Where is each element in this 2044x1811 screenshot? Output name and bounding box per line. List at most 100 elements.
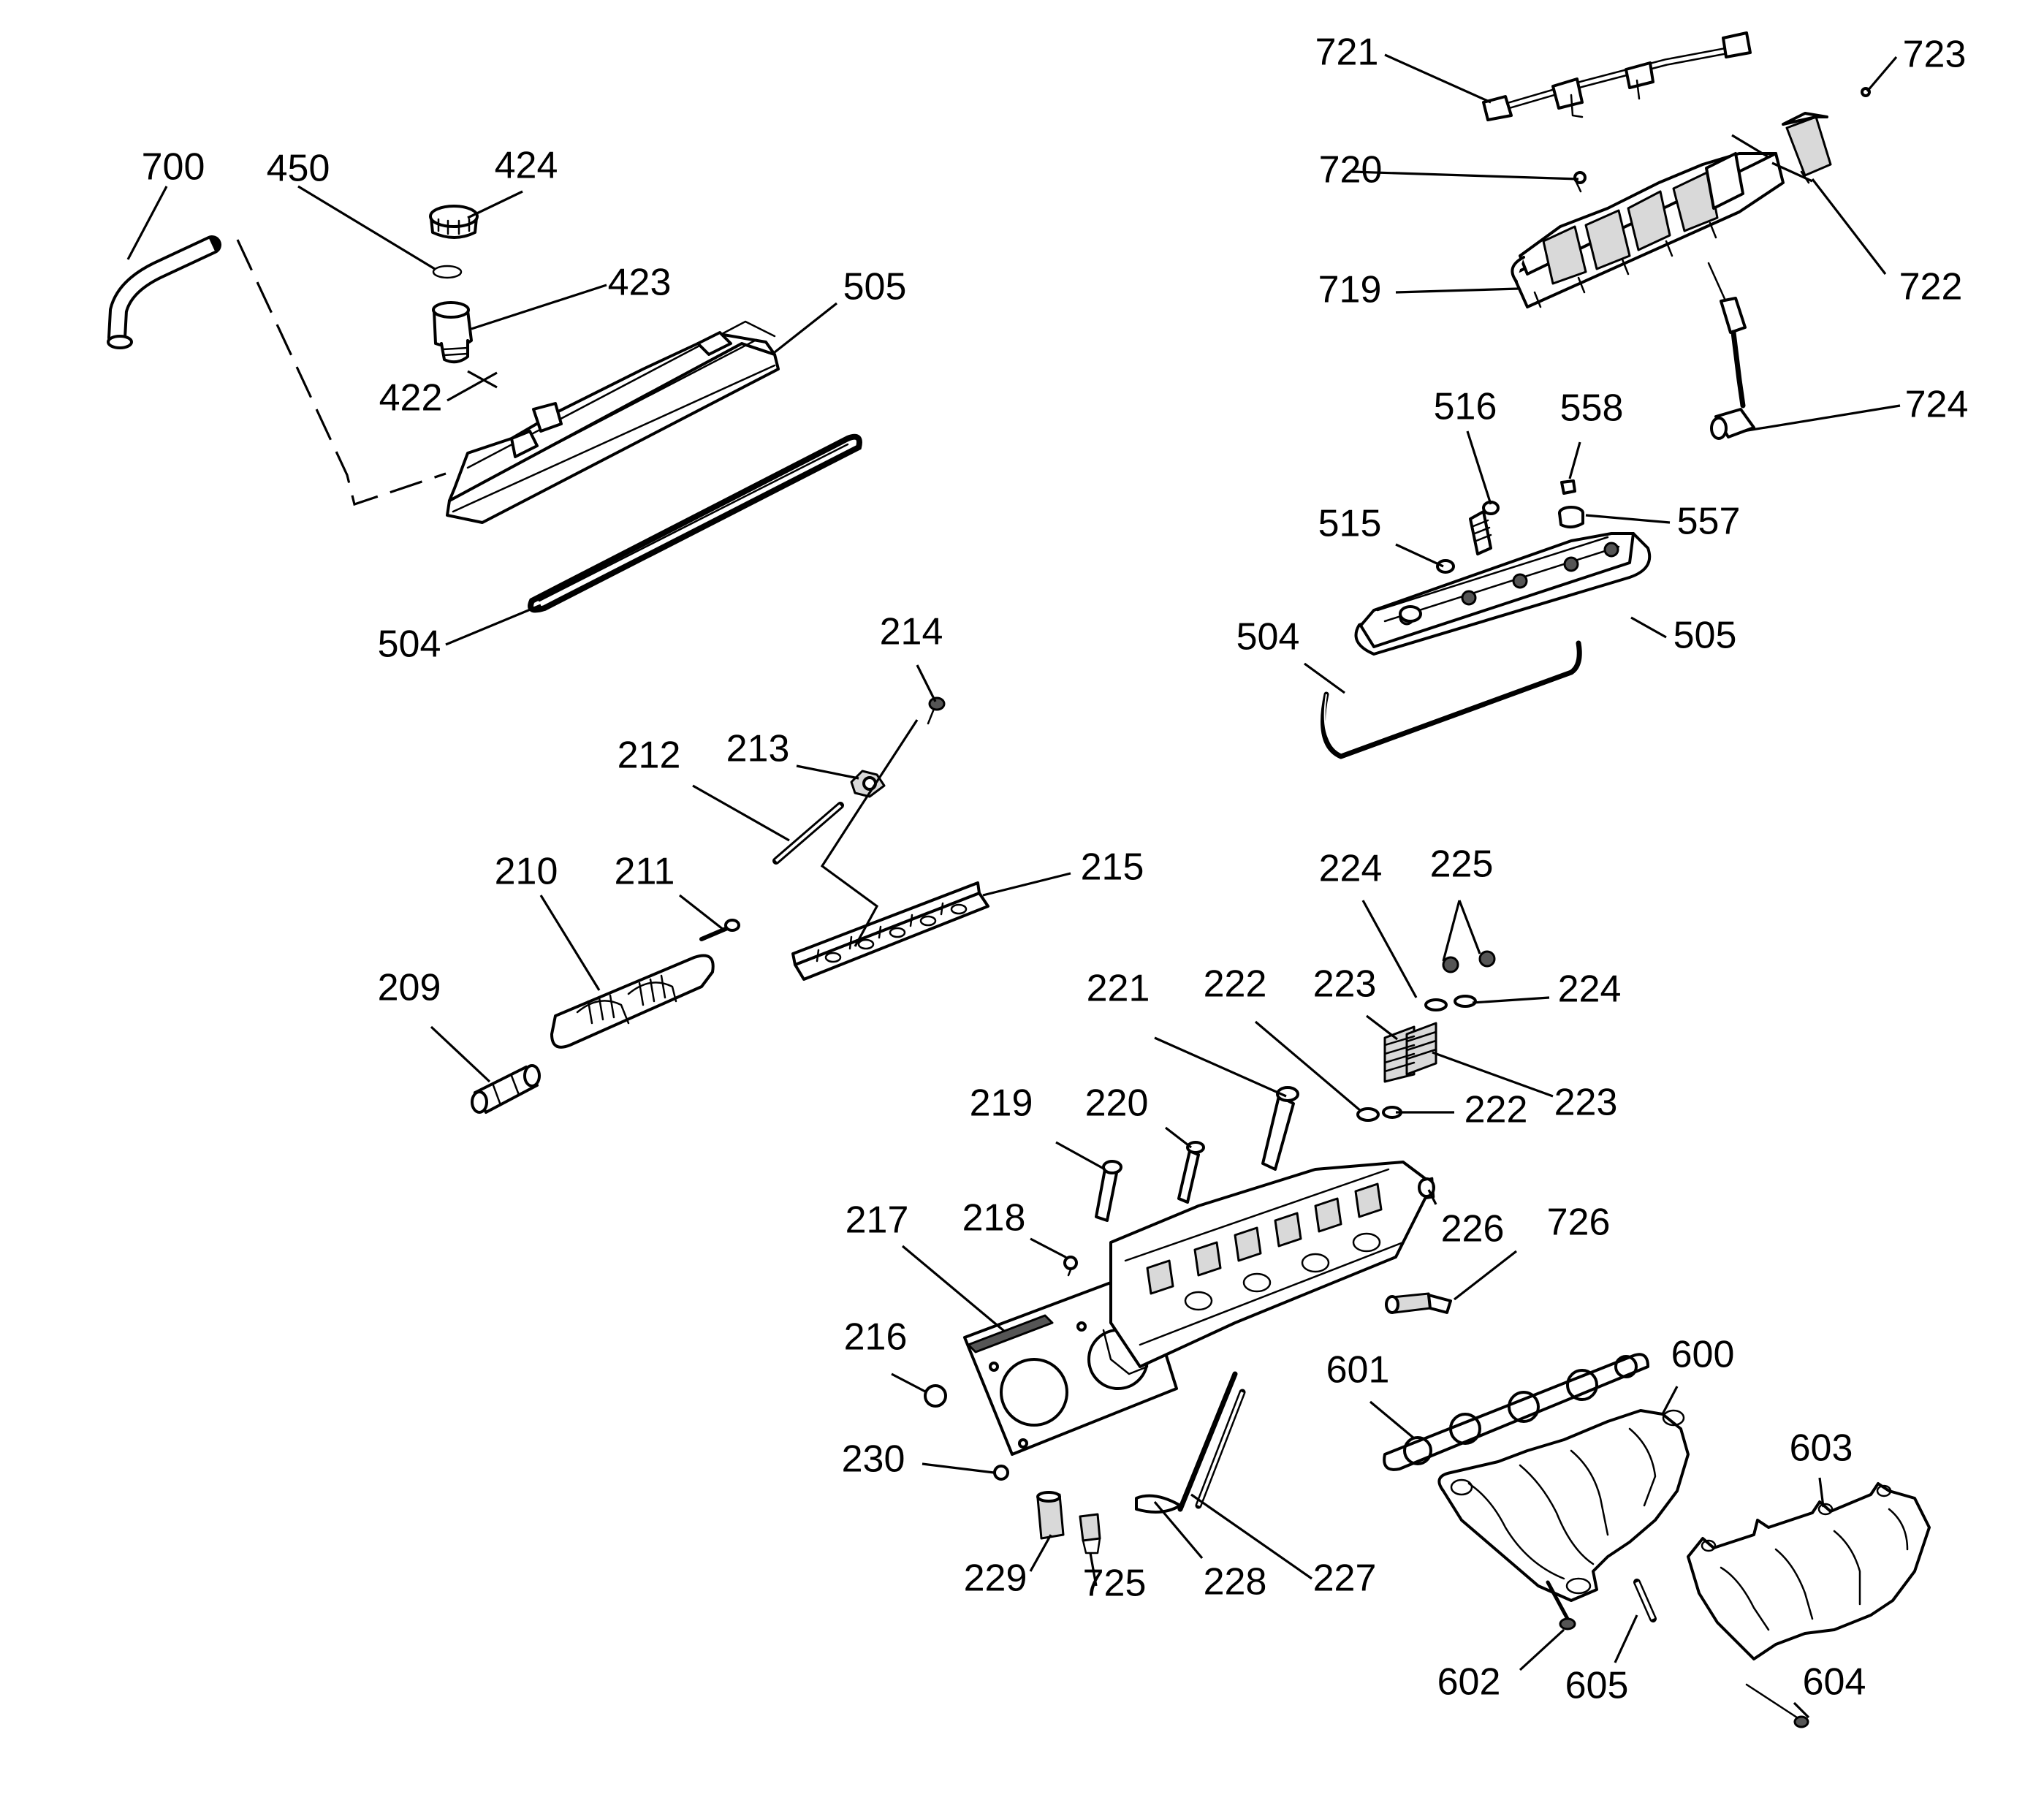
part-504-cover-gasket-right (1321, 640, 1582, 759)
label-604: 604 (1803, 1661, 1866, 1704)
part-220-bolt (1177, 1141, 1205, 1204)
part-210-lifter-guide (550, 954, 715, 1049)
part-209-valve-lifters (471, 1064, 541, 1114)
label-215: 215 (1081, 846, 1144, 889)
part-230-plug (993, 1465, 1009, 1481)
part-212-pushrod (772, 802, 844, 865)
label-224-top: 224 (1319, 848, 1383, 890)
part-224-valve-caps (1424, 995, 1477, 1011)
part-218-bolt (1063, 1256, 1078, 1277)
label-216: 216 (844, 1316, 908, 1359)
label-210: 210 (495, 851, 558, 893)
part-225-valve-keys (1442, 950, 1496, 973)
label-224-right: 224 (1558, 968, 1622, 1011)
label-222-right: 222 (1464, 1089, 1528, 1131)
label-226: 226 (1441, 1208, 1505, 1250)
label-219: 219 (970, 1082, 1033, 1125)
label-450: 450 (267, 148, 330, 190)
part-726-sensor (1385, 1292, 1452, 1314)
part-227-valve (1195, 1389, 1246, 1509)
part-211-bolt (699, 919, 740, 941)
part-450-seal (432, 265, 463, 279)
part-213-rocker-arm (850, 770, 886, 798)
label-223-right: 223 (1554, 1082, 1618, 1124)
label-505-left: 505 (843, 266, 907, 308)
label-725: 725 (1083, 1563, 1147, 1605)
label-222-top: 222 (1204, 963, 1267, 1006)
label-211: 211 (615, 851, 675, 893)
part-721-ignition-harness (1482, 31, 1752, 121)
label-516: 516 (1434, 386, 1497, 428)
part-505-valve-rocker-cover-right (1354, 532, 1652, 656)
label-424: 424 (495, 145, 558, 187)
label-558: 558 (1560, 387, 1624, 430)
part-214-bolt (927, 696, 946, 725)
part-602-bolt (1546, 1580, 1576, 1630)
label-220: 220 (1085, 1082, 1149, 1125)
label-218: 218 (962, 1197, 1026, 1239)
label-557: 557 (1677, 501, 1741, 543)
label-230: 230 (842, 1438, 905, 1481)
label-213: 213 (726, 728, 790, 770)
part-719-ignition-coils (1511, 152, 1785, 308)
part-215-rocker-support (791, 881, 989, 981)
label-504-left: 504 (378, 623, 441, 666)
part-725-sensor (1079, 1513, 1101, 1554)
part-424-oil-fill-cap (429, 205, 479, 239)
label-723: 723 (1903, 34, 1967, 76)
part-221-bolt (1261, 1086, 1299, 1171)
part-600-exhaust-manifold (1437, 1409, 1690, 1602)
part-604-bolt (1745, 1683, 1809, 1728)
part-505-valve-rocker-cover-left (446, 320, 780, 524)
label-212: 212 (618, 734, 681, 777)
leader-lines (126, 53, 1901, 1719)
part-223-valve-springs (1383, 1022, 1437, 1083)
label-217: 217 (846, 1199, 909, 1242)
label-221: 221 (1087, 968, 1150, 1010)
part-558-cap (1560, 479, 1576, 495)
part-228-valve (1135, 1371, 1238, 1514)
part-605-stud (1633, 1579, 1657, 1622)
label-721: 721 (1315, 31, 1379, 74)
part-720-bolt (1573, 171, 1587, 193)
part-216-plug (924, 1384, 947, 1408)
part-700-pcv-hose (107, 235, 221, 349)
label-600: 600 (1671, 1334, 1735, 1376)
label-229: 229 (964, 1557, 1027, 1600)
label-422: 422 (379, 377, 443, 419)
part-516-bolt (1469, 501, 1500, 555)
part-number-labels: 700 450 424 423 505 422 504 721 723 720 … (142, 31, 1969, 1707)
label-214: 214 (880, 611, 943, 653)
part-515-grommet (1436, 559, 1455, 574)
label-720: 720 (1319, 149, 1383, 191)
label-227: 227 (1313, 1557, 1377, 1600)
label-223-top: 223 (1313, 963, 1377, 1006)
label-228: 228 (1204, 1561, 1267, 1603)
part-557-grommet (1558, 506, 1584, 528)
cylinder-head (1102, 1161, 1434, 1375)
label-605: 605 (1565, 1665, 1629, 1707)
label-700: 700 (142, 146, 205, 189)
label-225: 225 (1430, 843, 1494, 886)
part-229-sleeve (1036, 1491, 1065, 1540)
label-602: 602 (1437, 1661, 1501, 1704)
label-209: 209 (378, 967, 441, 1009)
label-515: 515 (1318, 503, 1382, 545)
label-505-right: 505 (1673, 615, 1737, 657)
part-219-bolt (1095, 1160, 1122, 1222)
label-724: 724 (1905, 384, 1969, 426)
part-504-cover-gasket-left (528, 433, 862, 613)
part-724-spark-plug-wire (1707, 262, 1755, 440)
label-726: 726 (1547, 1201, 1611, 1244)
part-423-oil-fill-tube (432, 301, 473, 364)
label-722: 722 (1899, 266, 1963, 308)
label-603: 603 (1790, 1427, 1853, 1470)
label-423: 423 (608, 262, 672, 304)
part-603-heat-shield (1687, 1482, 1931, 1660)
label-504-right: 504 (1236, 616, 1300, 658)
label-719: 719 (1318, 269, 1382, 311)
part-601-manifold-gasket (1383, 1353, 1649, 1471)
label-601: 601 (1326, 1349, 1390, 1392)
part-222-valve-seals (1356, 1106, 1402, 1122)
